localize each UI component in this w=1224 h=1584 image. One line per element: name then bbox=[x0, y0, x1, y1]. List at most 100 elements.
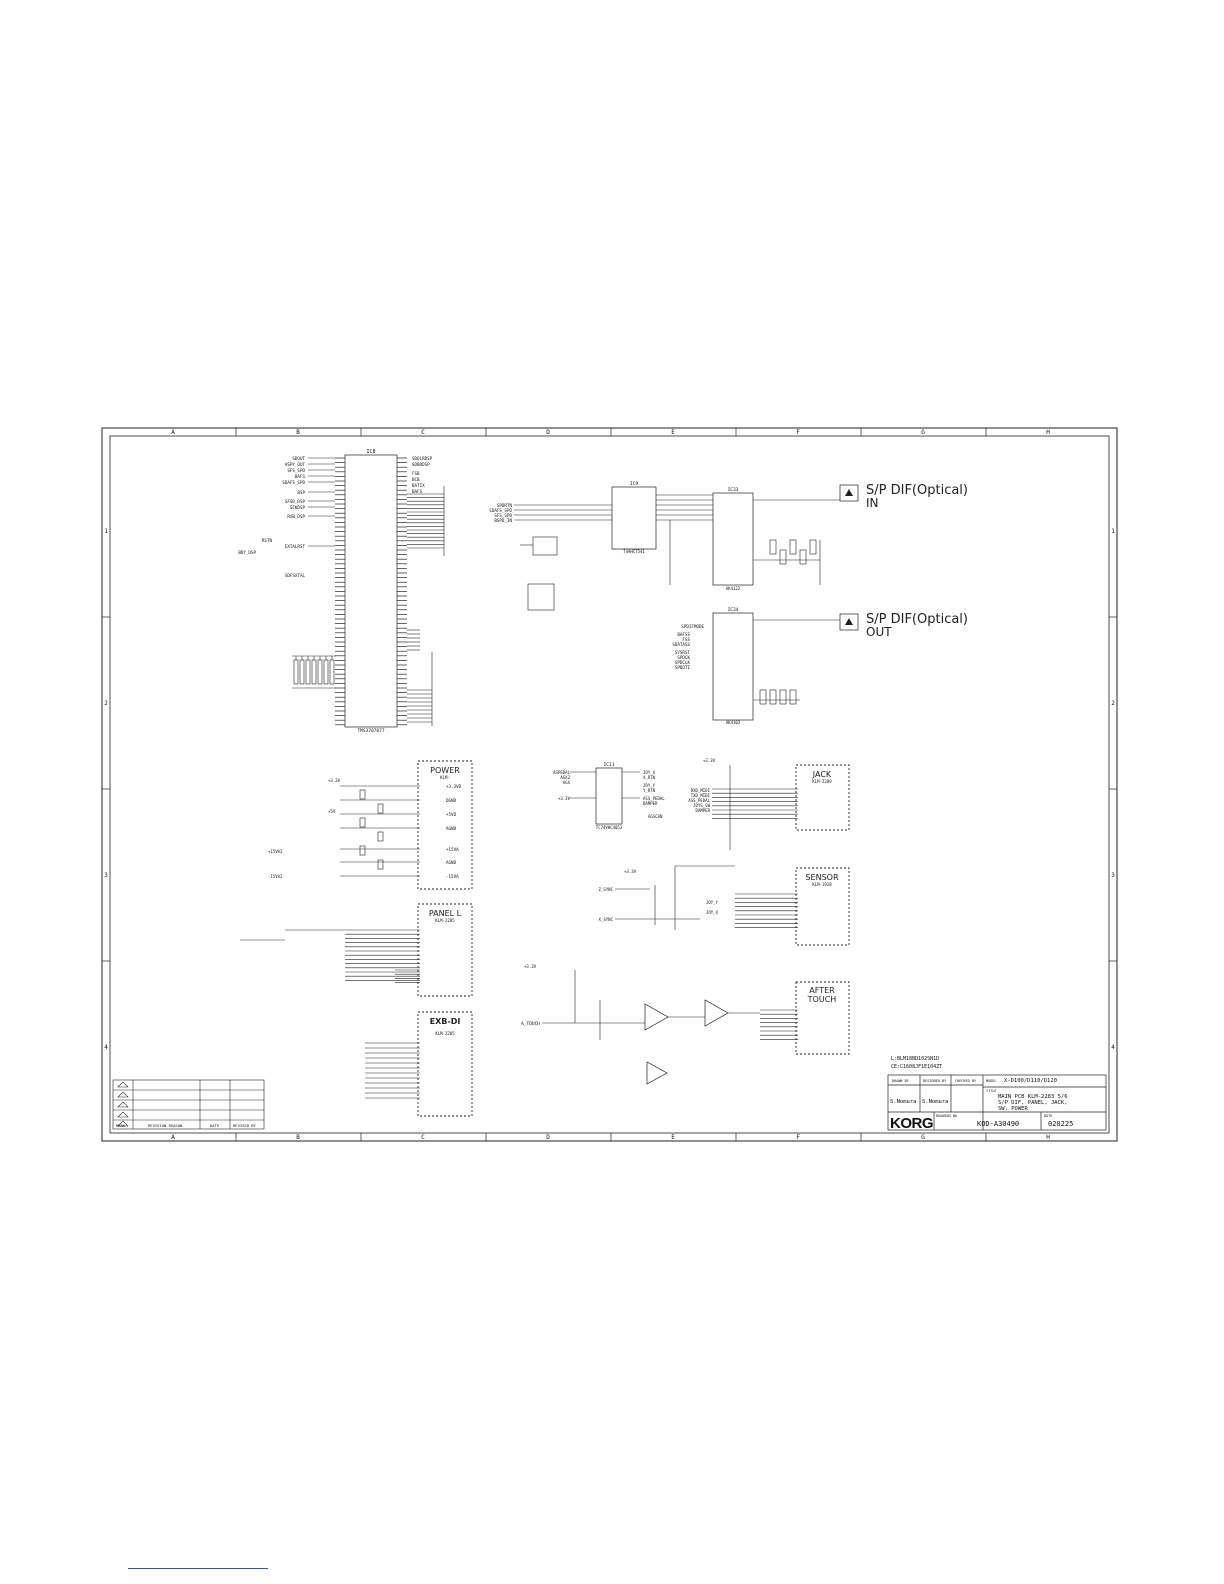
net-label: BSP bbox=[297, 490, 305, 495]
jack-sub: KLM-2289 bbox=[812, 779, 832, 784]
title-line-3: SW, POWER bbox=[998, 1106, 1028, 1112]
supply-label: +5V bbox=[328, 809, 336, 814]
col-label: G bbox=[921, 429, 925, 436]
dsp-data-bus bbox=[308, 457, 445, 726]
exb-connector-box bbox=[417, 1011, 473, 1117]
dsp-ic8-block bbox=[335, 454, 407, 728]
tx-left-nets: SPDIFMODE BAFSS FSS SDATASS SYSRST SPDCK… bbox=[672, 624, 704, 670]
net-label: DAMPER bbox=[643, 801, 658, 806]
net-label: SPDOTI bbox=[675, 665, 691, 670]
sensor-sub: KLM-1928 bbox=[812, 882, 832, 887]
ic11-part: TC74VHC4053 bbox=[596, 825, 623, 830]
drawing-no-label: DRAWING NO bbox=[936, 1114, 957, 1118]
col-label: A bbox=[171, 1134, 175, 1141]
col-label: A bbox=[171, 429, 175, 436]
tx-passive bbox=[759, 689, 767, 705]
net-label: SFSD_DSP bbox=[285, 499, 306, 504]
opamp-3 bbox=[646, 1061, 668, 1085]
col-label: C bbox=[421, 429, 425, 436]
column-labels-bottom: A B C D E F G H bbox=[171, 1134, 1050, 1141]
transmitter-ic-body bbox=[712, 612, 754, 721]
analog-wiring bbox=[542, 771, 760, 1040]
optical-out-module bbox=[839, 613, 859, 631]
decap bbox=[323, 659, 329, 685]
dsp-ic-part: TMS3707077 bbox=[357, 728, 384, 734]
net-label: SDAFS_SPD bbox=[489, 508, 512, 513]
power-pin: +15VA bbox=[446, 847, 459, 852]
row-label: 4 bbox=[104, 1044, 108, 1051]
power-filter bbox=[359, 817, 366, 828]
opamp-2 bbox=[704, 999, 729, 1027]
parts-note-2: CE:C1608JF1E104ZT bbox=[891, 1064, 942, 1070]
buffer-ic-ref: IC9 bbox=[630, 481, 638, 487]
spdif-out-sub: OUT bbox=[866, 625, 892, 639]
net-label: +3.3V bbox=[558, 796, 571, 801]
net-label: RXB_DSP bbox=[287, 514, 305, 519]
buffer-ic-body bbox=[611, 486, 657, 550]
parts-note-1: L:BLM18BD102SN1D bbox=[891, 1056, 939, 1062]
optical-in-icon bbox=[845, 489, 853, 496]
supply-label: +3.3V bbox=[524, 964, 537, 969]
jack-connector-box bbox=[795, 764, 850, 831]
title-label: TITLE bbox=[986, 1089, 997, 1093]
spdif-wiring bbox=[753, 499, 840, 705]
spdif-in-sub: IN bbox=[866, 496, 879, 510]
spdif-out-title: S/P DIF(Optical) bbox=[866, 612, 968, 627]
dsp-ic-body bbox=[344, 454, 398, 728]
net-label: AGSCAN bbox=[648, 814, 663, 819]
power-pin-labels: +3.3VD DGND +5VD AGND +15VA AGND -15VA bbox=[446, 784, 462, 879]
designed-by-value: S.Nomura bbox=[922, 1099, 949, 1105]
drawing-no-value: KOD-A30490 bbox=[977, 1120, 1019, 1128]
decap bbox=[305, 659, 311, 685]
exb-sub: KLM-2285 bbox=[435, 1031, 455, 1036]
ic11-body bbox=[595, 767, 623, 825]
net-label: SFS_SPD bbox=[494, 513, 512, 518]
col-label: F bbox=[796, 429, 800, 436]
dsp-left-nets: SDOUT ASPY_OUT SFS_SPD BAFS SDAFS_SPD BS… bbox=[238, 456, 305, 578]
panel-sub: KLM-2285 bbox=[435, 918, 455, 923]
col-label: B bbox=[296, 429, 300, 436]
supply-labels: +3.3V +5V +15VA2 -15VA2 +3.3V +3.3V +3.3… bbox=[268, 758, 716, 969]
title-block-labels: DRAWN BY DESIGNED BY CHECKED BY MODEL TI… bbox=[892, 1079, 1052, 1118]
net-label: AGX bbox=[563, 780, 571, 785]
date-label: DATE bbox=[1044, 1114, 1052, 1118]
net-label: BSPD_IN bbox=[494, 518, 512, 523]
net-label: SYSRST bbox=[675, 650, 691, 655]
net-label: JOYS_SW bbox=[693, 803, 710, 808]
revision-table bbox=[112, 1079, 265, 1130]
jack-left-nets: RXD_MIDI TXD_MIDI ASS_PEDAL JOYS_SW DAMP… bbox=[688, 788, 710, 813]
net-label: ASS_PEDAL bbox=[688, 798, 710, 803]
row-label: 1 bbox=[104, 528, 108, 535]
aftertouch-title: AFTER bbox=[809, 986, 835, 995]
row-label: 3 bbox=[1111, 872, 1115, 879]
net-label: FSS bbox=[682, 637, 690, 642]
net-label: SPDCLK bbox=[675, 660, 691, 665]
dsp-right-nets: SDOLRDSP SDBRDSP FSB BCB BATIX BAFS bbox=[412, 456, 433, 494]
col-label: D bbox=[546, 429, 550, 436]
net-label: JOY_X bbox=[643, 770, 656, 775]
net-label: BAFSS bbox=[677, 632, 690, 637]
aftertouch-net: A_TOUCH bbox=[521, 1021, 540, 1027]
net-label: X_SYNC bbox=[599, 917, 614, 922]
net-label: ASPY_OUT bbox=[285, 462, 306, 467]
power-pin: +5VD bbox=[446, 812, 457, 817]
supply-label: +15VA2 bbox=[268, 849, 283, 854]
korg-logo: KORG bbox=[890, 1115, 933, 1132]
sensor-left-nets: Z_SYNC X_SYNC JOY_Y JOY_X bbox=[599, 887, 719, 922]
net-label: JOY_Y bbox=[706, 900, 719, 905]
net-label: BAFS bbox=[412, 489, 423, 494]
net-label: BCB bbox=[412, 477, 420, 482]
opamp-1 bbox=[644, 1003, 669, 1031]
net-label: BAFS bbox=[295, 474, 306, 479]
rev-mark-label: MARK bbox=[116, 1123, 126, 1128]
ic11-right-nets: JOY_X X_RTN JOY_Y Y_RTN ASS_PEDAL DAMPER… bbox=[643, 770, 665, 819]
power-connector-box bbox=[417, 760, 473, 890]
model-value: X-D100/D110/D120 bbox=[1004, 1078, 1057, 1084]
spdif-in-transistor bbox=[532, 536, 558, 556]
power-pin: DGND bbox=[446, 798, 457, 803]
col-label: E bbox=[671, 1134, 675, 1141]
power-filter bbox=[377, 803, 384, 814]
power-pin: -15VA bbox=[446, 874, 459, 879]
net-label: Z_SYNC bbox=[599, 887, 614, 892]
date-value: 020225 bbox=[1048, 1120, 1073, 1128]
